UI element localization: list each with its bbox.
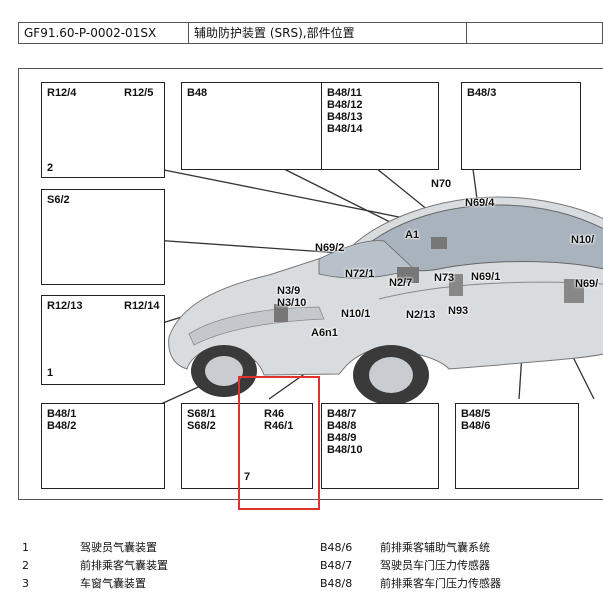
- doc-extra: [467, 23, 602, 43]
- part-label-n93: N93: [448, 305, 469, 317]
- doc-title: 辅助防护装置 (SRS),部件位置: [189, 23, 467, 43]
- part-label-n73: N73: [434, 272, 455, 284]
- component-location-diagram: R12/4 R12/5 2 B48 B48/11 B48/12 B48/13 B…: [18, 68, 603, 500]
- part-label-n69: N69/: [575, 278, 599, 290]
- part-label-n2-13: N2/13: [406, 309, 436, 321]
- box-b48: B48: [181, 82, 325, 170]
- box-b48-7-10: B48/7 B48/8 B48/9 B48/10: [321, 403, 439, 489]
- part-label-n10: N10/: [571, 234, 595, 246]
- part-label-n70: N70: [431, 178, 452, 190]
- box-b48-5-6: B48/5 B48/6: [455, 403, 579, 489]
- part-label-n72-1: N72/1: [345, 268, 375, 280]
- part-label-n69-1: N69/1: [471, 271, 501, 283]
- car-illustration: [168, 196, 603, 405]
- part-label-a6n1: A6n1: [311, 327, 338, 339]
- highlight-frame: [238, 376, 320, 510]
- box-r12-13-14: R12/13 R12/14 1: [41, 295, 165, 385]
- document-header: GF91.60-P-0002-01SX 辅助防护装置 (SRS),部件位置: [18, 22, 603, 44]
- part-label-n69-2: N69/2: [315, 242, 345, 254]
- part-label-n10-1: N10/1: [341, 308, 371, 320]
- doc-code: GF91.60-P-0002-01SX: [19, 23, 189, 43]
- box-s6-2: S6/2: [41, 189, 165, 285]
- box-r12-4-5: R12/4 R12/5 2: [41, 82, 165, 178]
- box-s68-r46: S68/1 S68/2 R46 R46/1 7: [181, 403, 313, 489]
- box-b48-1-2: B48/1 B48/2: [41, 403, 165, 489]
- part-label-n2-7: N2/7: [389, 277, 413, 289]
- part-label-n3-10: N3/10: [277, 297, 307, 309]
- part-label-a1: A1: [405, 229, 420, 241]
- box-b48-3: B48/3: [461, 82, 581, 170]
- part-label-n3-9: N3/9: [277, 285, 301, 297]
- part-label-n69-4: N69/4: [465, 197, 495, 209]
- box-b48-11-14: B48/11 B48/12 B48/13 B48/14: [321, 82, 439, 170]
